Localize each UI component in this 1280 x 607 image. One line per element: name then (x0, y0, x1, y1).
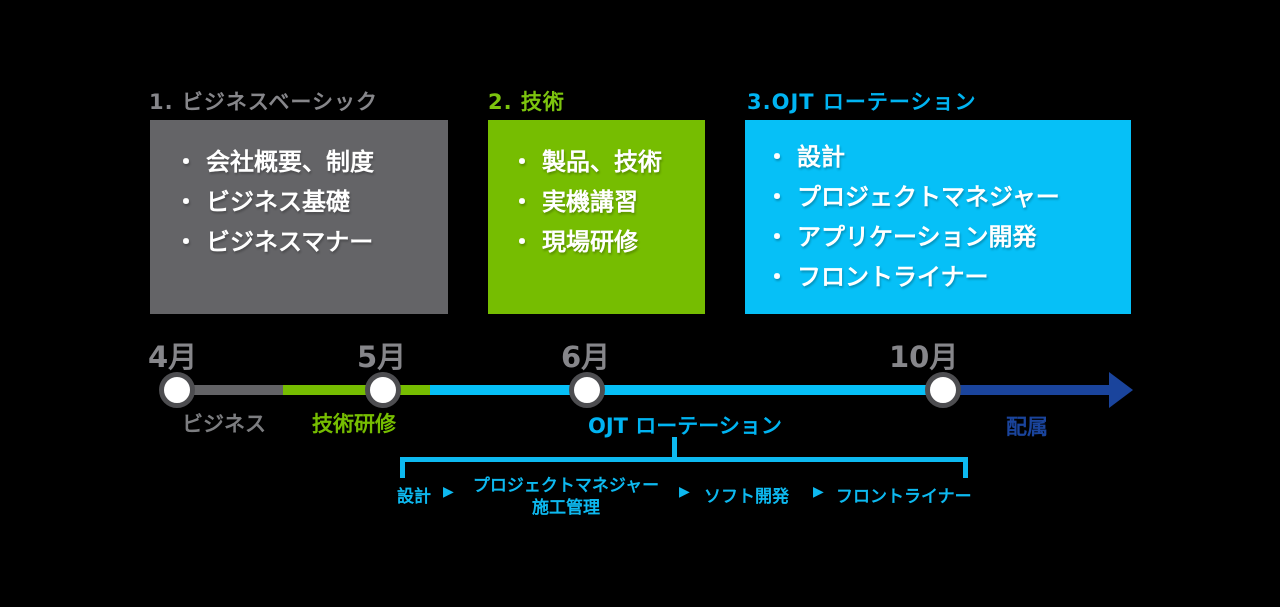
list-item: ・実機講習 (510, 182, 705, 222)
bracket-tick-right (963, 457, 968, 478)
bracket-tick-left (400, 457, 405, 478)
phase-label-technical: 技術研修 (312, 412, 396, 436)
business-basic-box: ・会社概要、制度 ・ビジネス基礎 ・ビジネスマナー (150, 120, 448, 314)
arrow-separator-icon: ▶ (679, 484, 690, 500)
bullet-glyph: ・ (174, 228, 198, 256)
list-item-label: 製品、技術 (542, 148, 662, 176)
milestone-dot-april (159, 372, 195, 408)
rotation-step-software-dev: ソフト開発 (704, 487, 789, 507)
milestone-dot-october (925, 372, 961, 408)
list-item-label: フロントライナー (797, 263, 989, 291)
list-item-label: プロジェクトマネジャー (797, 183, 1060, 211)
list-item: ・プロジェクトマネジャー (765, 177, 1131, 217)
box-title-technical: 2. 技術 (488, 90, 565, 114)
timeline-segment-business (177, 385, 283, 395)
bullet-glyph: ・ (174, 188, 198, 216)
bullet-glyph: ・ (174, 148, 198, 176)
bracket-stem (672, 437, 677, 461)
list-item-label: アプリケーション開発 (797, 223, 1037, 251)
bullet-glyph: ・ (765, 223, 789, 251)
rotation-step-frontliner: フロントライナー (836, 487, 972, 507)
list-item: ・フロントライナー (765, 257, 1131, 297)
timeline-arrowhead (1109, 372, 1133, 408)
month-label-may: 5月 (357, 340, 407, 374)
list-item-label: ビジネス基礎 (206, 188, 350, 216)
list-item-label: ビジネスマナー (206, 228, 374, 256)
milestone-dot-june (569, 372, 605, 408)
list-item: ・ビジネス基礎 (174, 182, 448, 222)
list-item: ・会社概要、制度 (174, 142, 448, 182)
rotation-step-sublabel: 施工管理 (532, 498, 600, 518)
rotation-step-project-manager: プロジェクトマネジャー 施工管理 (466, 475, 666, 519)
bullet-glyph: ・ (510, 228, 534, 256)
bullet-glyph: ・ (510, 148, 534, 176)
timeline-segment-technical (283, 385, 430, 395)
list-item-label: 設計 (797, 143, 845, 171)
milestone-dot-may (365, 372, 401, 408)
bullet-glyph: ・ (765, 143, 789, 171)
month-label-april: 4月 (148, 340, 198, 374)
list-item: ・アプリケーション開発 (765, 217, 1131, 257)
list-item-label: 会社概要、制度 (206, 148, 374, 176)
list-item-label: 実機講習 (542, 188, 638, 216)
arrow-separator-icon: ▶ (443, 484, 454, 500)
box-title-ojt-rotation: 3.OJT ローテーション (747, 90, 977, 114)
phase-label-assignment: 配属 (1006, 415, 1048, 439)
phase-label-business: ビジネス (182, 412, 266, 436)
technical-box: ・製品、技術 ・実機講習 ・現場研修 (488, 120, 705, 314)
list-item: ・ビジネスマナー (174, 222, 448, 262)
bullet-glyph: ・ (510, 188, 534, 216)
rotation-step-design: 設計 (397, 487, 431, 507)
timeline-segment-assignment (943, 385, 1113, 395)
list-item: ・現場研修 (510, 222, 705, 262)
bullet-glyph: ・ (765, 263, 789, 291)
list-item: ・設計 (765, 137, 1131, 177)
phase-label-ojt: OJT ローテーション (588, 414, 782, 438)
month-label-june: 6月 (561, 340, 611, 374)
box-title-business-basic: 1. ビジネスベーシック (149, 90, 379, 114)
rotation-step-label: プロジェクトマネジャー (472, 476, 660, 496)
list-item: ・製品、技術 (510, 142, 705, 182)
arrow-separator-icon: ▶ (813, 484, 824, 500)
ojt-rotation-box: ・設計 ・プロジェクトマネジャー ・アプリケーション開発 ・フロントライナー (745, 120, 1131, 314)
month-label-october: 10月 (889, 340, 959, 374)
bullet-glyph: ・ (765, 183, 789, 211)
list-item-label: 現場研修 (542, 228, 638, 256)
timeline-segment-ojt (430, 385, 943, 395)
bracket-bar (400, 457, 968, 462)
